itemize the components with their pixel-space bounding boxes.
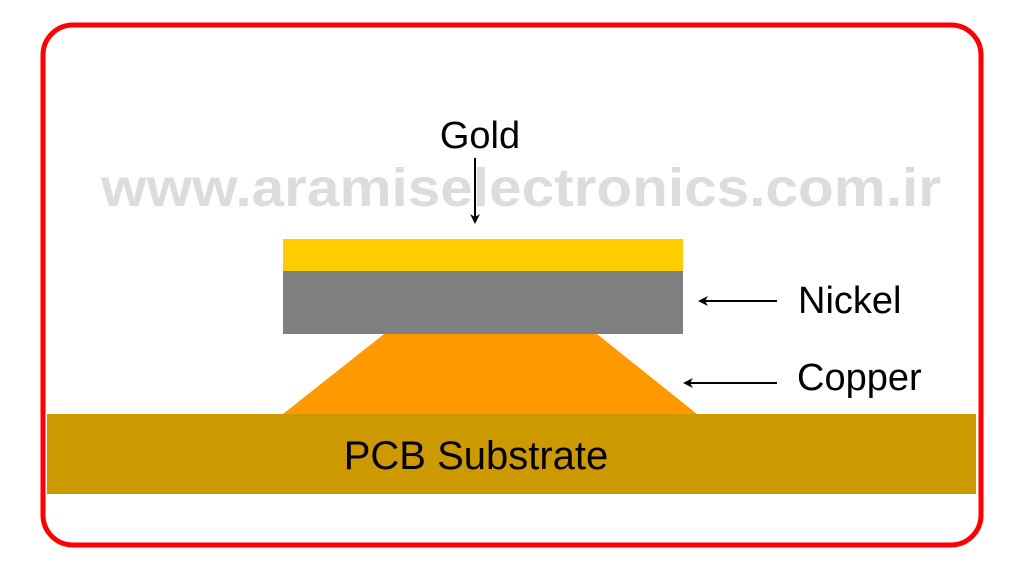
copper-label: Copper: [797, 357, 922, 399]
substrate-label: PCB Substrate: [344, 434, 609, 478]
gold-layer: [283, 239, 683, 271]
nickel-label: Nickel: [798, 280, 901, 322]
substrate-layer: [47, 414, 976, 494]
watermark-text: www.aramiselectronics.com.ir: [100, 158, 941, 218]
copper-layer: [283, 334, 697, 414]
gold-label: Gold: [440, 115, 520, 157]
nickel-layer: [283, 271, 683, 334]
